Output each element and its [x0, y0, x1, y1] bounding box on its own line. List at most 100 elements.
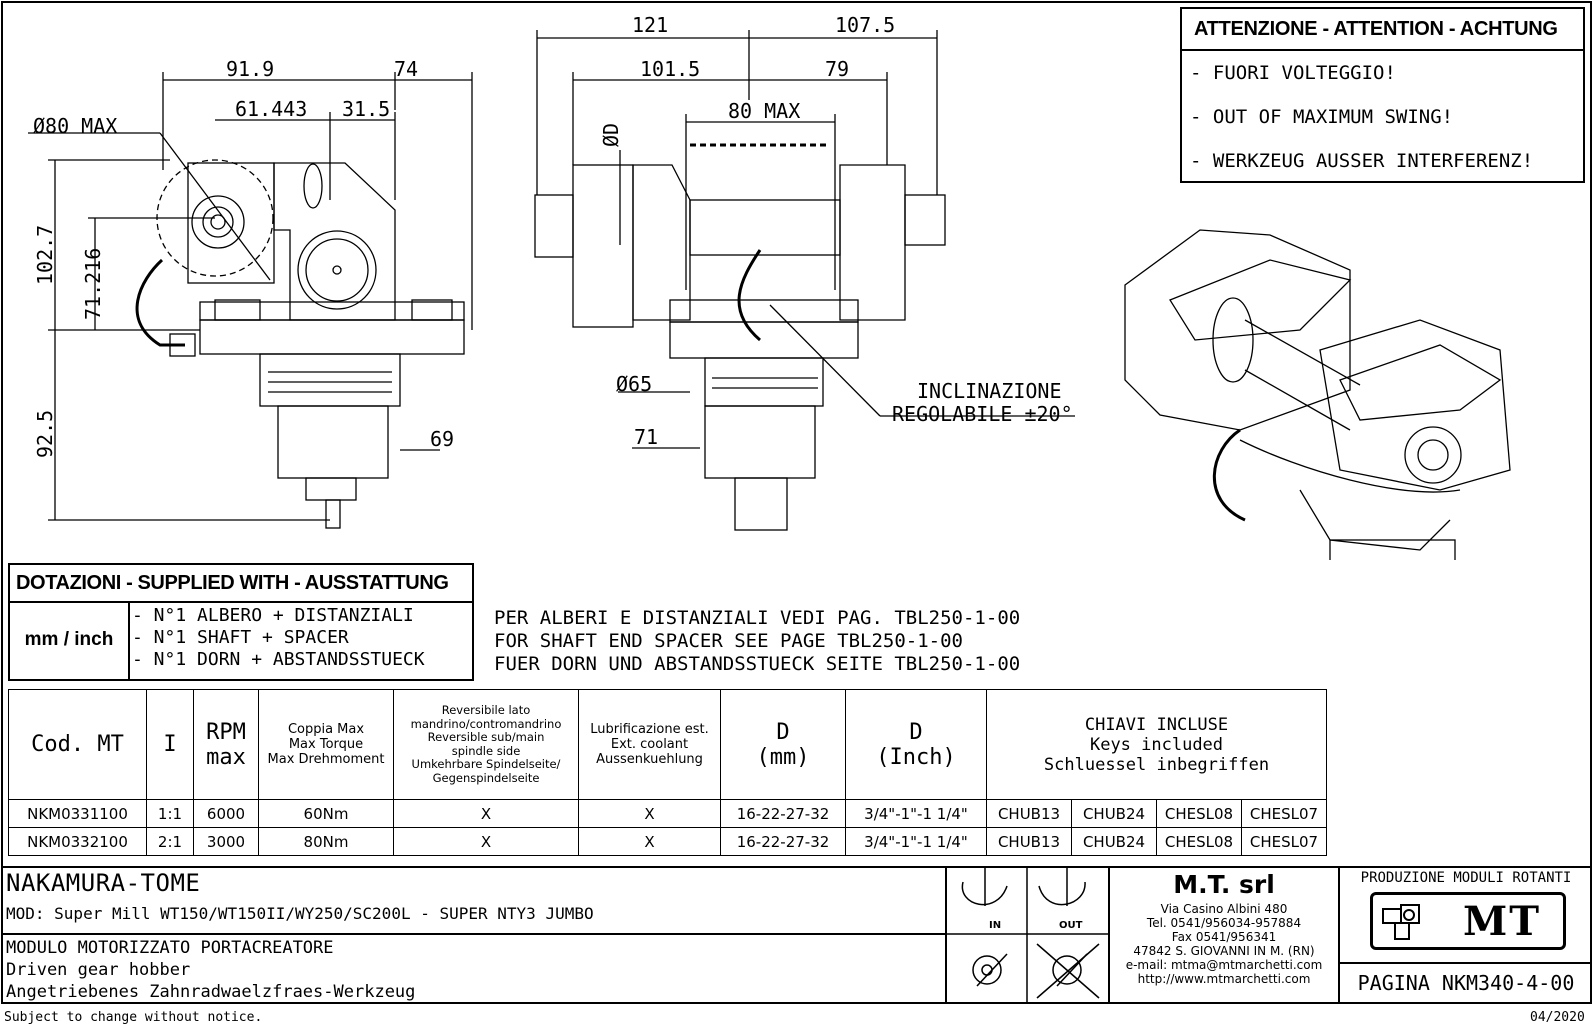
header-d-mm: D(mm) — [720, 689, 846, 800]
row-coolant: X — [578, 799, 721, 828]
hobber-icon — [1382, 904, 1420, 940]
dim-79: 79 — [825, 57, 849, 81]
revision-date: 04/2020 — [1530, 1010, 1585, 1025]
company-block: M.T. srl Via Casino Albini 480 Tel. 0541… — [1110, 868, 1338, 1002]
address-line: 47842 S. GIOVANNI IN M. (RN) — [1133, 944, 1315, 958]
table-row: NKM0331100 1:1 6000 60Nm X X 16-22-27-32… — [8, 799, 1327, 828]
company-name: M.T. srl — [1173, 870, 1275, 899]
row-key: CHUB13 — [986, 799, 1072, 828]
row-key: CHESL07 — [1241, 799, 1327, 828]
row-rpm: 6000 — [193, 799, 259, 828]
dim-91-9: 91.9 — [226, 57, 274, 81]
product-block: PRODUZIONE MODULI ROTANTI MT PAGINA NKM3… — [1338, 866, 1592, 1004]
dim-101-5: 101.5 — [640, 57, 700, 81]
address-web: http://www.mtmarchetti.com — [1137, 972, 1311, 986]
rotation-box: IN OUT — [945, 866, 1110, 1004]
warning-line-2: - OUT OF MAXIMUM SWING! — [1190, 106, 1454, 128]
supplied-with-box: DOTAZIONI - SUPPLIED WITH - AUSSTATTUNG … — [8, 563, 474, 681]
shaft-note-line: FUER DORN UND ABSTANDSSTUECK SEITE TBL25… — [494, 653, 1021, 675]
dim-92-5: 92.5 — [33, 410, 57, 458]
desc-line: MODULO MOTORIZZATO PORTACREATORE — [6, 938, 334, 958]
technical-drawing: 91.9 74 61.443 31.5 Ø80 MAX 102.7 71.216… — [28, 13, 1511, 560]
dim-61-443: 61.443 — [235, 97, 307, 121]
row-reversible: X — [393, 827, 579, 856]
supplied-heading: DOTAZIONI - SUPPLIED WITH - AUSSTATTUNG — [10, 565, 472, 603]
title-block-top-rule — [1, 866, 1592, 868]
row-d-inch: 3/4"-1"-1 1/4" — [845, 827, 987, 856]
row-d-inch: 3/4"-1"-1 1/4" — [845, 799, 987, 828]
unit-label: mm / inch — [10, 601, 130, 679]
inclination-line1: INCLINAZIONE — [917, 379, 1062, 403]
row-d-mm: 16-22-27-32 — [720, 799, 846, 828]
row-i: 1:1 — [146, 799, 194, 828]
row-key: CHESL08 — [1156, 799, 1242, 828]
row-reversible: X — [393, 799, 579, 828]
row-d-mm: 16-22-27-32 — [720, 827, 846, 856]
module-description: MODULO MOTORIZZATO PORTACREATORE Driven … — [6, 937, 415, 1003]
address-line: Fax 0541/956341 — [1171, 930, 1277, 944]
row-torque: 60Nm — [258, 799, 394, 828]
header-i: I — [146, 689, 194, 800]
mt-logo: MT — [1370, 892, 1566, 950]
address-line: Tel. 0541/956034-957884 — [1146, 916, 1302, 930]
product-line: PRODUZIONE MODULI ROTANTI — [1360, 870, 1572, 886]
company-address: Via Casino Albini 480 Tel. 0541/956034-9… — [1110, 902, 1338, 986]
dim-d: ØD — [599, 123, 623, 147]
inclination-line2: REGOLABILE ±20° — [892, 402, 1073, 426]
title-divider — [1, 933, 946, 935]
supplied-items: - N°1 ALBERO + DISTANZIALI- N°1 SHAFT + … — [132, 605, 425, 671]
shaft-note: PER ALBERI E DISTANZIALI VEDI PAG. TBL25… — [494, 607, 1020, 676]
row-coolant: X — [578, 827, 721, 856]
supplied-item: - N°1 ALBERO + DISTANZIALI — [132, 605, 414, 626]
shaft-note-line: FOR SHAFT END SPACER SEE PAGE TBL250-1-0… — [494, 630, 963, 652]
machine-name: NAKAMURA-TOME — [6, 869, 201, 897]
machine-models: MOD: Super Mill WT150/WT150II/WY250/SC20… — [6, 904, 594, 923]
drawing-frame — [1, 1, 1592, 1004]
dim-69: 69 — [430, 427, 454, 451]
supplied-item: - N°1 DORN + ABSTANDSSTUECK — [132, 649, 425, 670]
row-key: CHESL08 — [1156, 827, 1242, 856]
table-row: NKM0332100 2:1 3000 80Nm X X 16-22-27-32… — [8, 827, 1327, 856]
desc-line: Angetriebenes Zahnradwaelzfraes-Werkzeug — [6, 982, 416, 1002]
shaft-note-line: PER ALBERI E DISTANZIALI VEDI PAG. TBL25… — [494, 607, 1021, 629]
logo-text: MT — [1462, 897, 1541, 945]
warning-box: ATTENZIONE - ATTENTION - ACHTUNG - FUORI… — [1180, 7, 1585, 183]
desc-line: Driven gear hobber — [6, 960, 191, 980]
warning-title: ATTENZIONE - ATTENTION - ACHTUNG — [1182, 9, 1583, 51]
row-key: CHUB24 — [1071, 827, 1157, 856]
dim-107-5: 107.5 — [835, 13, 895, 37]
row-torque: 80Nm — [258, 827, 394, 856]
row-cod: NKM0331100 — [8, 799, 147, 828]
change-notice: Subject to change without notice. — [4, 1010, 263, 1025]
row-i: 2:1 — [146, 827, 194, 856]
row-rpm: 3000 — [193, 827, 259, 856]
dim-74: 74 — [394, 57, 418, 81]
header-cod: Cod. MT — [8, 689, 147, 800]
row-key: CHUB13 — [986, 827, 1072, 856]
dim-31-5: 31.5 — [342, 97, 390, 121]
dim-80max: 80 MAX — [728, 99, 800, 123]
address-line: Via Casino Albini 480 — [1160, 902, 1288, 916]
page-divider — [1340, 962, 1592, 964]
row-key: CHESL07 — [1241, 827, 1327, 856]
warning-line-1: - FUORI VOLTEGGIO! — [1190, 62, 1396, 84]
page-number: PAGINA NKM340-4-00 — [1357, 971, 1575, 995]
dim-71-216: 71.216 — [81, 248, 105, 320]
dim-121: 121 — [632, 13, 668, 37]
rotation-symbols: IN OUT — [947, 866, 1108, 1004]
dim-102-7: 102.7 — [33, 225, 57, 285]
rotation-in-label: IN — [989, 920, 1001, 931]
dim-65-dia: Ø65 — [616, 372, 652, 396]
dim-80max-dia: Ø80 MAX — [33, 114, 117, 138]
address-email: e-mail: mtma@mtmarchetti.com — [1125, 958, 1323, 972]
dim-71: 71 — [634, 425, 658, 449]
row-key: CHUB24 — [1071, 799, 1157, 828]
supplied-item: - N°1 SHAFT + SPACER — [132, 627, 349, 648]
